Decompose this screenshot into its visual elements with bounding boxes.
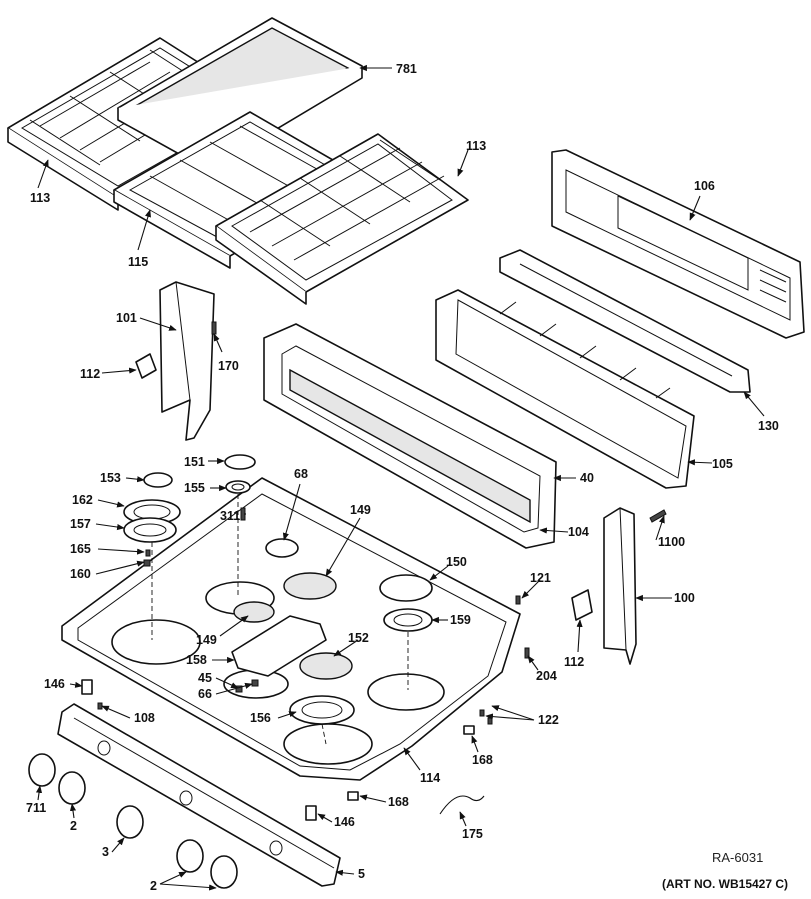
label-40: 40 [580,471,594,485]
label-114: 114 [420,771,440,785]
label-115: 115 [128,255,148,269]
label-157: 157 [70,517,91,531]
side-bracket-left [159,281,215,441]
label-112-right: 112 [564,655,584,669]
small-hardware [81,321,667,821]
control-panel [435,289,695,489]
label-711: 711 [26,801,46,815]
label-170: 170 [218,359,239,373]
cap-153 [143,472,173,488]
label-155: 155 [184,481,205,495]
label-113-right: 113 [466,139,486,153]
label-781: 781 [396,62,417,76]
burner-156 [289,695,355,725]
label-45: 45 [198,671,212,685]
label-146-top: 146 [44,677,65,691]
grommet-149-low [233,601,275,623]
label-2-a: 2 [70,819,77,833]
label-175: 175 [462,827,483,841]
label-158: 158 [186,653,207,667]
control-knobs [28,740,283,889]
label-146-bottom: 146 [334,815,355,829]
grate-center [113,111,365,269]
label-153: 153 [100,471,121,485]
manifold-panel [57,703,341,887]
label-5: 5 [358,867,365,881]
label-104: 104 [568,525,589,539]
grommet-149-top [283,572,337,600]
leader-lines [35,64,765,891]
label-106: 106 [694,179,715,193]
label-156: 156 [250,711,271,725]
label-113-left: 113 [30,191,50,205]
callout-labels: 113 781 113 115 106 101 170 112 130 105 … [26,62,788,893]
side-bracket-right [603,507,637,665]
label-160: 160 [70,567,91,581]
label-108: 108 [134,711,155,725]
label-2-b: 2 [150,879,157,893]
burner-157 [123,517,177,543]
art-number: (ART NO. WB15427 C) [662,877,788,891]
label-121: 121 [530,571,551,585]
label-1100: 1100 [658,535,685,549]
grate-right [215,133,469,305]
label-3: 3 [102,845,109,859]
label-151: 151 [184,455,205,469]
reference-code: RA-6031 [712,850,763,865]
label-149-top: 149 [350,503,371,517]
label-122: 122 [538,713,559,727]
burner-159 [383,608,433,632]
label-152: 152 [348,631,369,645]
label-159: 159 [450,613,471,627]
label-112-left: 112 [80,367,100,381]
label-105: 105 [712,457,733,471]
label-130: 130 [758,419,779,433]
burner-158 [231,615,327,677]
label-168-right: 168 [472,753,493,767]
label-150: 150 [446,555,467,569]
label-66: 66 [198,687,212,701]
label-311: 311 [220,509,240,523]
label-100: 100 [674,591,695,605]
cap-151 [224,454,256,470]
backguard [551,149,805,339]
head-155 [225,480,251,494]
label-68: 68 [294,467,308,481]
label-204: 204 [536,669,557,683]
label-162: 162 [72,493,93,507]
label-165: 165 [70,542,91,556]
label-168-bottom: 168 [388,795,409,809]
trim-frame [263,323,557,549]
label-149-low: 149 [196,633,217,647]
label-101: 101 [116,311,137,325]
